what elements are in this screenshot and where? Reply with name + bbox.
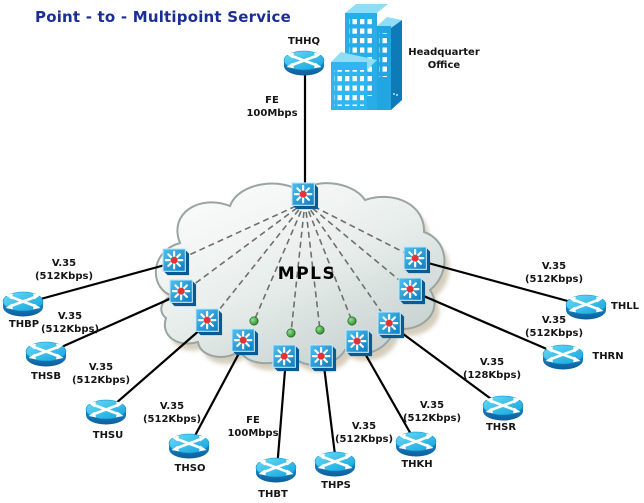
link-speed-label-thbp: V.35(512Kbps) (34, 258, 94, 282)
link-speed-label-thsu: V.35(512Kbps) (71, 362, 131, 386)
site-name-label-thrn: THRN (592, 351, 624, 362)
pe-switch-icon (309, 344, 337, 372)
ce-router-icon-thso (167, 432, 211, 460)
site-name-label-thsu: THSU (92, 430, 124, 441)
site-name-label-thbp: THBP (8, 319, 40, 330)
pe-switch-icon (195, 308, 223, 336)
endpoint-dot-icon (249, 316, 259, 326)
pe-switch-icon (403, 246, 431, 274)
ce-router-icon-thsb (24, 340, 68, 368)
hq-building-icon (331, 4, 402, 110)
site-name-label-thps: THPS (321, 480, 351, 491)
pe-switch-icon (272, 344, 300, 372)
link-speed-label-thkh: V.35(512Kbps) (402, 400, 462, 424)
ce-router-icon-thsu (84, 398, 128, 426)
endpoint-dot-icon (347, 316, 357, 326)
mpls-label: MPLS (277, 264, 337, 284)
pe-switch-icon-top (291, 182, 319, 210)
link-speed-label-thsr: V.35(128Kbps) (462, 357, 522, 381)
pe-switch-icon (377, 311, 405, 339)
cloud-body (154, 182, 446, 367)
ce-router-icon-thkh (394, 430, 438, 458)
mpls-cloud (154, 182, 450, 373)
site-name-label-thhq: THHQ (287, 36, 321, 47)
ce-router-icon-thbt (254, 456, 298, 484)
site-name-label-thso: THSO (174, 463, 206, 474)
link-speed-label-thso: V.35(512Kbps) (142, 401, 202, 425)
site-name-label-thll: THLL (611, 301, 639, 312)
pe-switch-icon (169, 279, 197, 307)
site-name-label-thkh: THKH (401, 459, 433, 470)
ce-router-icon-thsr (481, 394, 525, 422)
site-name-label-thsb: THSB (30, 371, 62, 382)
pe-switch-icon (162, 248, 190, 276)
ce-router-icon-thbp (1, 290, 45, 318)
link-speed-label-thsb: V.35(512Kbps) (40, 311, 100, 335)
hq-building-label: Headquarter Office (408, 47, 480, 71)
link-speed-label-thps: V.35(512Kbps) (334, 421, 394, 445)
access-link-lines (25, 70, 587, 470)
ce-router-icon-thps (313, 450, 357, 478)
ce-router-icon-thhq (282, 49, 326, 77)
pe-switch-icon (345, 329, 373, 357)
pvc-dashed-lines (177, 201, 416, 334)
link-speed-label-thhq: FE 100Mbps (246, 95, 298, 119)
endpoint-dot-icon (286, 328, 296, 338)
endpoint-dot-icon (315, 325, 325, 335)
site-name-label-thbt: THBT (258, 489, 288, 500)
link-speed-label-thll: V.35(512Kbps) (524, 261, 584, 285)
pe-switch-icon (398, 277, 426, 305)
link-speed-label-thrn: V.35(512Kbps) (524, 315, 584, 339)
diagram-title: Point - to - Multipoint Service (35, 8, 291, 26)
pe-switch-icon (231, 328, 259, 356)
site-name-label-thsr: THSR (485, 422, 517, 433)
ce-router-icon-thrn (541, 343, 585, 371)
